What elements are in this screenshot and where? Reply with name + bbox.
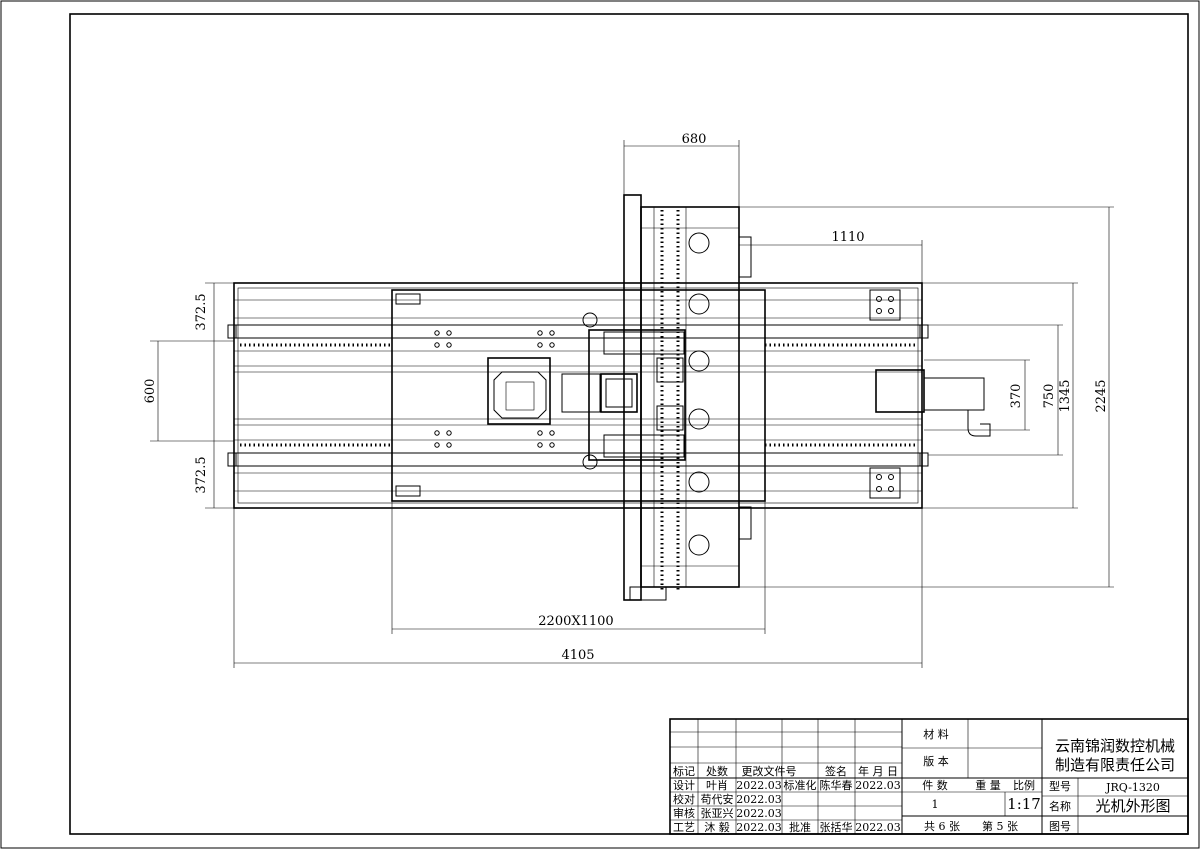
name-value: 光机外形图: [1095, 797, 1170, 815]
std-label: 标准化: [784, 778, 817, 792]
qty-value: 1: [932, 798, 939, 811]
weight-label: 重 量: [975, 778, 1001, 792]
model-label: 型号: [1049, 779, 1071, 793]
sheets-total: 共 6 张: [924, 820, 960, 833]
title-block: [669, 718, 1189, 835]
review-date: 2022.03: [736, 807, 782, 820]
design-name: 叶肖: [706, 778, 728, 792]
approve-date: 2022.03: [855, 821, 901, 834]
name-label: 名称: [1049, 799, 1071, 813]
rotary-fixture: [487, 357, 551, 425]
table-bolt-pattern: [434, 330, 555, 448]
machine-outline: [227, 194, 991, 601]
dim-4105: 4105: [561, 648, 594, 663]
header-mark: 标记: [673, 764, 695, 778]
company-name-line1: 云南锦润数控机械: [1055, 737, 1175, 755]
std-name: 陈华春: [820, 778, 853, 792]
company-name-line2: 制造有限责任公司: [1055, 756, 1175, 774]
dim-750: 750: [1042, 384, 1057, 409]
spindle-head: [588, 329, 686, 461]
check-date: 2022.03: [736, 793, 782, 806]
dim-1110: 1110: [831, 230, 864, 245]
std-date: 2022.03: [855, 779, 901, 792]
approve-name: 张括华: [820, 820, 853, 834]
dim-680: 680: [682, 132, 707, 147]
scale-label: 比例: [1013, 778, 1035, 792]
drawing-no-label: 图号: [1049, 820, 1071, 833]
header-count: 处数: [706, 765, 728, 778]
scale-value: 1:17: [1007, 795, 1041, 813]
dim-600: 600: [143, 379, 158, 404]
dim-372-5-top: 372.5: [194, 293, 209, 330]
qty-label: 件 数: [922, 779, 948, 792]
header-sign: 签名: [825, 764, 847, 778]
dim-370: 370: [1009, 384, 1024, 409]
motor-housing: [875, 369, 925, 413]
model-value: JRQ-1320: [1105, 781, 1160, 794]
review-name: 张亚兴: [701, 807, 734, 820]
header-date: 年 月 日: [858, 764, 898, 778]
design-date: 2022.03: [736, 779, 782, 792]
process-label: 工艺: [673, 821, 695, 834]
work-table: [391, 289, 766, 502]
check-name: 苟代安: [701, 792, 734, 806]
review-label: 审核: [673, 806, 695, 820]
dim-372-5-bottom: 372.5: [194, 456, 209, 493]
dim-2245: 2245: [1094, 379, 1109, 412]
approve-label: 批准: [789, 820, 811, 834]
process-date: 2022.03: [736, 821, 782, 834]
check-label: 校对: [673, 792, 695, 806]
material-label: 材 料: [923, 727, 949, 741]
dim-1345: 1345: [1058, 379, 1073, 412]
gantry-beam: [640, 206, 740, 588]
version-label: 版 本: [923, 754, 949, 768]
process-name: 沐 毅: [704, 820, 730, 834]
dim-2200x1100: 2200X1100: [538, 614, 613, 629]
header-change-doc: 更改文件号: [742, 764, 797, 778]
sheet-number: 第 5 张: [982, 819, 1018, 833]
servo-motor: [923, 377, 985, 411]
inner-frame: [69, 13, 1189, 835]
design-label: 设计: [673, 779, 695, 792]
machine-bed: [233, 282, 923, 509]
dimension-lines: [150, 140, 1114, 668]
